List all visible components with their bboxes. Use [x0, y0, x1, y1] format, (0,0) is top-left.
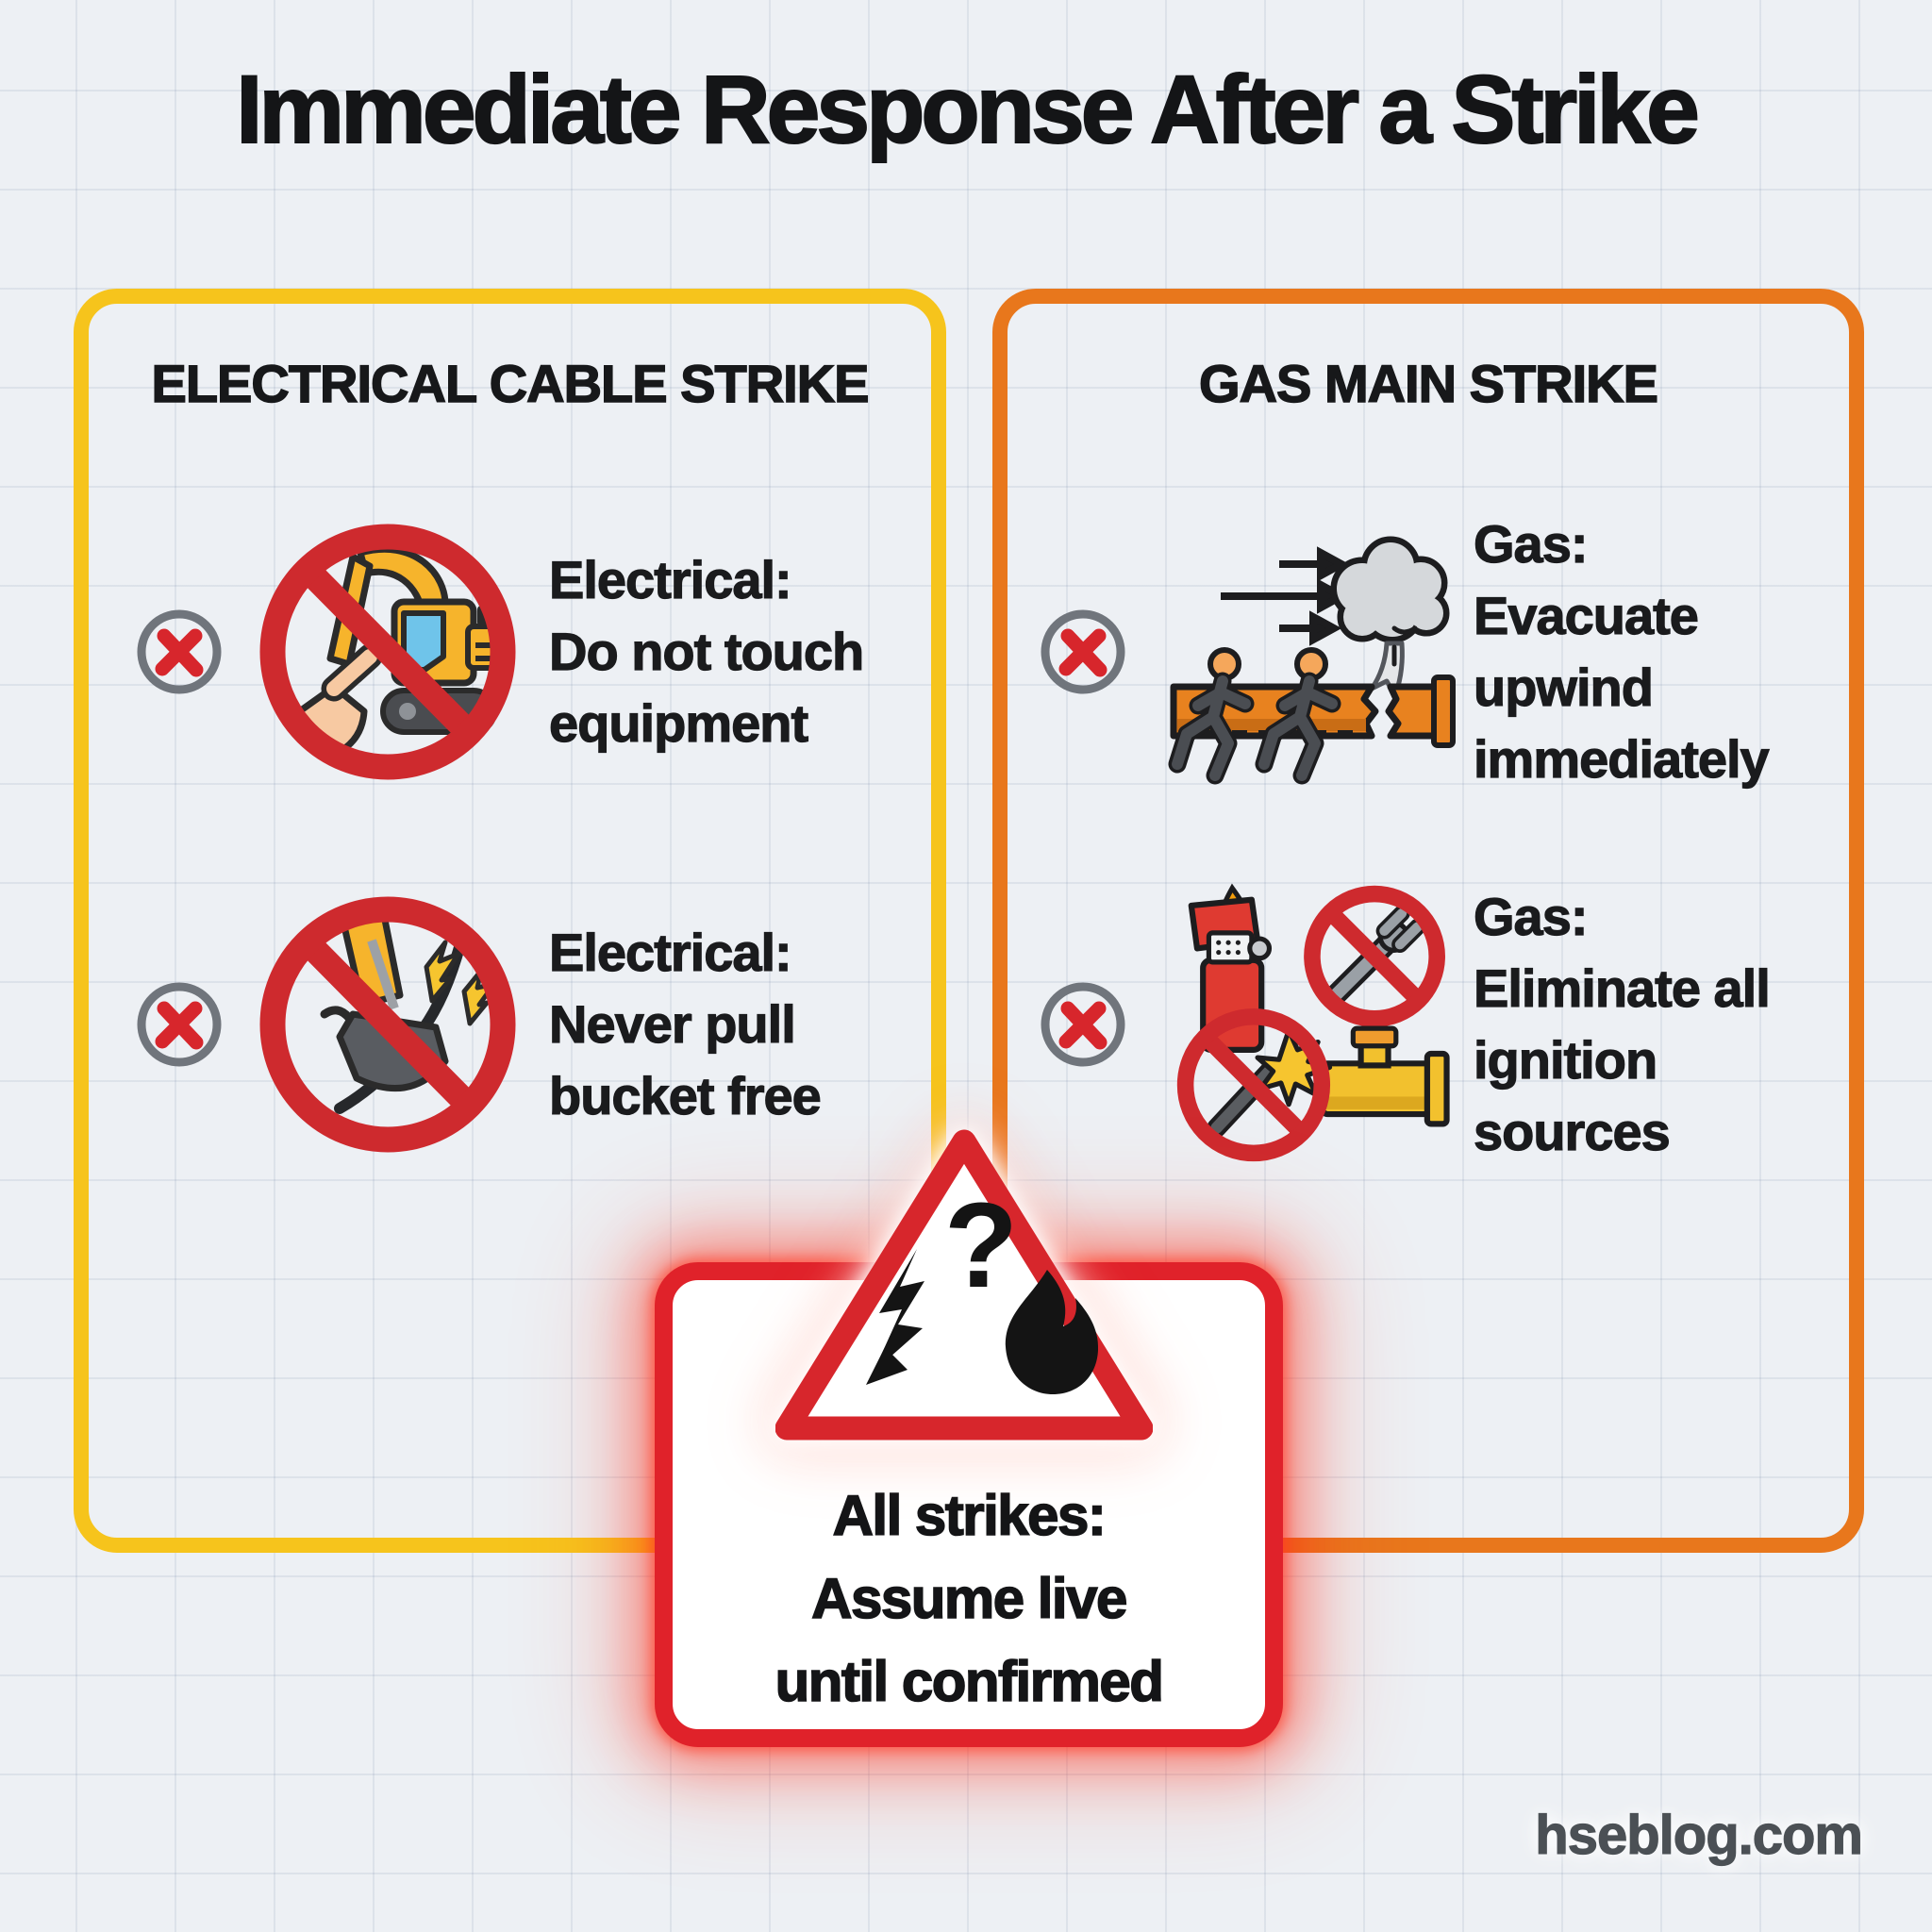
no-pull-bucket-cable-icon	[259, 896, 516, 1153]
electrical-fire-hazard-warning-icon: ?	[775, 1129, 1153, 1441]
gas-row-evacuate: Gas: Evacuate upwind immediately	[1008, 491, 1849, 812]
row-text-line: upwind	[1473, 657, 1654, 717]
x-mark-icon	[137, 609, 222, 694]
callout-text: All strikes: Assume live until confirmed	[673, 1474, 1265, 1724]
gas-row2-text: Gas: Eliminate all ignition sources	[1473, 881, 1771, 1168]
row-text-line: Never pull	[548, 993, 796, 1054]
page-title: Immediate Response After a Strike	[235, 55, 1701, 164]
row-text-line: Gas:	[1473, 513, 1589, 574]
evacuate-upwind-icon	[1168, 536, 1456, 785]
electrical-row-never-pull: Electrical: Never pull bucket free	[89, 864, 931, 1185]
electrical-row2-text: Electrical: Never pull bucket free	[548, 917, 822, 1132]
row-text-line: Evacuate	[1473, 585, 1699, 645]
gas-row-ignition: Gas: Eliminate all ignition sources	[1008, 864, 1849, 1185]
no-ignition-sources-icon	[1176, 883, 1450, 1162]
no-touch-excavator-icon	[259, 524, 516, 780]
row-text-line: bucket free	[548, 1065, 822, 1125]
gas-row1-text: Gas: Evacuate upwind immediately	[1473, 508, 1770, 795]
callout-text-line: until confirmed	[774, 1649, 1165, 1714]
row-text-line: Do not touch	[548, 621, 864, 681]
x-mark-icon	[1041, 609, 1125, 694]
x-mark-icon	[1041, 982, 1125, 1067]
x-mark-icon	[137, 982, 222, 1067]
gas-panel-header: GAS MAIN STRIKE	[1198, 353, 1658, 414]
watermark: hseblog.com	[1535, 1804, 1864, 1866]
row-text-line: Electrical:	[548, 549, 792, 609]
row-text-line: immediately	[1473, 728, 1770, 789]
row-text-line: sources	[1473, 1101, 1671, 1161]
row-text-line: Eliminate all	[1473, 958, 1771, 1018]
callout-text-line: All strikes:	[832, 1483, 1108, 1548]
electrical-panel-header: ELECTRICAL CABLE STRIKE	[151, 353, 871, 414]
gas-strike-panel: GAS MAIN STRIKE	[992, 289, 1864, 1553]
electrical-row-do-not-touch: Electrical: Do not touch equipment	[89, 491, 931, 812]
electrical-strike-panel: ELECTRICAL CABLE STRIKE	[74, 289, 946, 1553]
row-text-line: Electrical:	[548, 922, 792, 982]
svg-text:?: ?	[944, 1178, 1018, 1313]
row-text-line: ignition	[1473, 1029, 1657, 1090]
electrical-row1-text: Electrical: Do not touch equipment	[548, 544, 864, 759]
row-text-line: equipment	[548, 692, 808, 753]
callout-text-line: Assume live	[810, 1566, 1128, 1631]
row-text-line: Gas:	[1473, 886, 1589, 946]
